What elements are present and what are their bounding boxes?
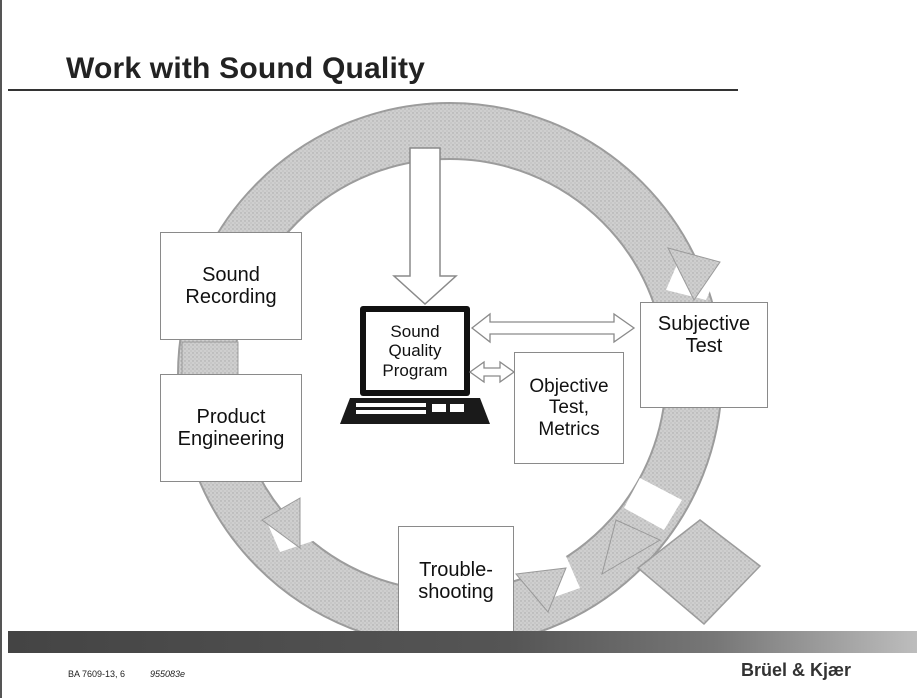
double-arrow-subjective [470,312,636,344]
ring-arrow-head-right [667,247,721,301]
document-code: BA 7609-13, 6 [68,669,126,679]
ring-tab-lowright [636,519,762,626]
document-number: 955083e [150,669,186,679]
page-edge-line [0,0,2,698]
input-arrow-down [392,147,458,306]
brand-logo-text: Brüel & Kjær [741,660,852,680]
sound-quality-program-box: Sound Quality Program [366,312,464,390]
troubleshooting-label: Trouble- shooting [418,558,494,603]
product-engineering-label: Product Engineering [177,405,285,450]
double-arrow-objective [468,360,516,384]
objective-test-box: Objective Test, Metrics [514,352,624,464]
sound-recording-label: Sound Recording [185,263,277,308]
subjective-test-box: Subjective Test [640,302,768,408]
sound-quality-program-label: Sound Quality Program [382,322,448,380]
footer-band [8,631,917,653]
left-boxes-connector [181,341,239,377]
laptop-icon [340,306,490,424]
sound-recording-box: Sound Recording [160,232,302,340]
troubleshooting-box: Trouble- shooting [398,526,514,636]
page-title: Work with Sound Quality [66,52,426,85]
title-underline [8,89,738,91]
ring-arrow-head-bottom [515,567,567,613]
subjective-test-label: Subjective Test [657,313,751,358]
ring-arrow-head-lowright [601,519,662,576]
objective-test-label: Objective Test, Metrics [529,376,609,440]
ring-arrow-gap-lowright [624,478,682,530]
product-engineering-box: Product Engineering [160,374,302,482]
ring-arrow-head-left [261,497,301,549]
